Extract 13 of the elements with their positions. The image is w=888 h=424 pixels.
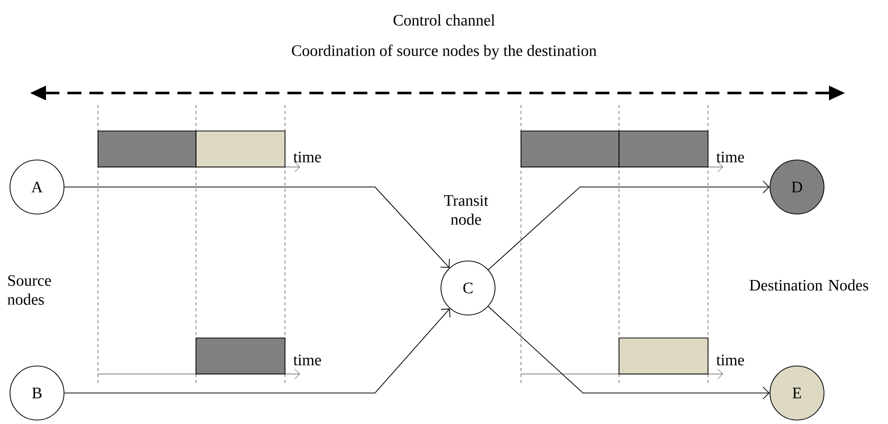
axis-label: time [716,354,744,366]
group-label: Destination Nodes [750,279,868,291]
channel-subtitle: Coordination of source nodes by the destination [292,44,597,60]
channel-title: Control channel [394,14,495,26]
arrow [64,186,450,268]
node-caption: Transit node [444,195,488,225]
axis-label: time [293,354,321,366]
axis-label: time [293,152,321,162]
axis-label: time [716,152,744,162]
group-label: Source nodes [8,275,51,305]
arrow [488,306,770,400]
arrow [64,308,450,394]
arrow [488,180,770,270]
